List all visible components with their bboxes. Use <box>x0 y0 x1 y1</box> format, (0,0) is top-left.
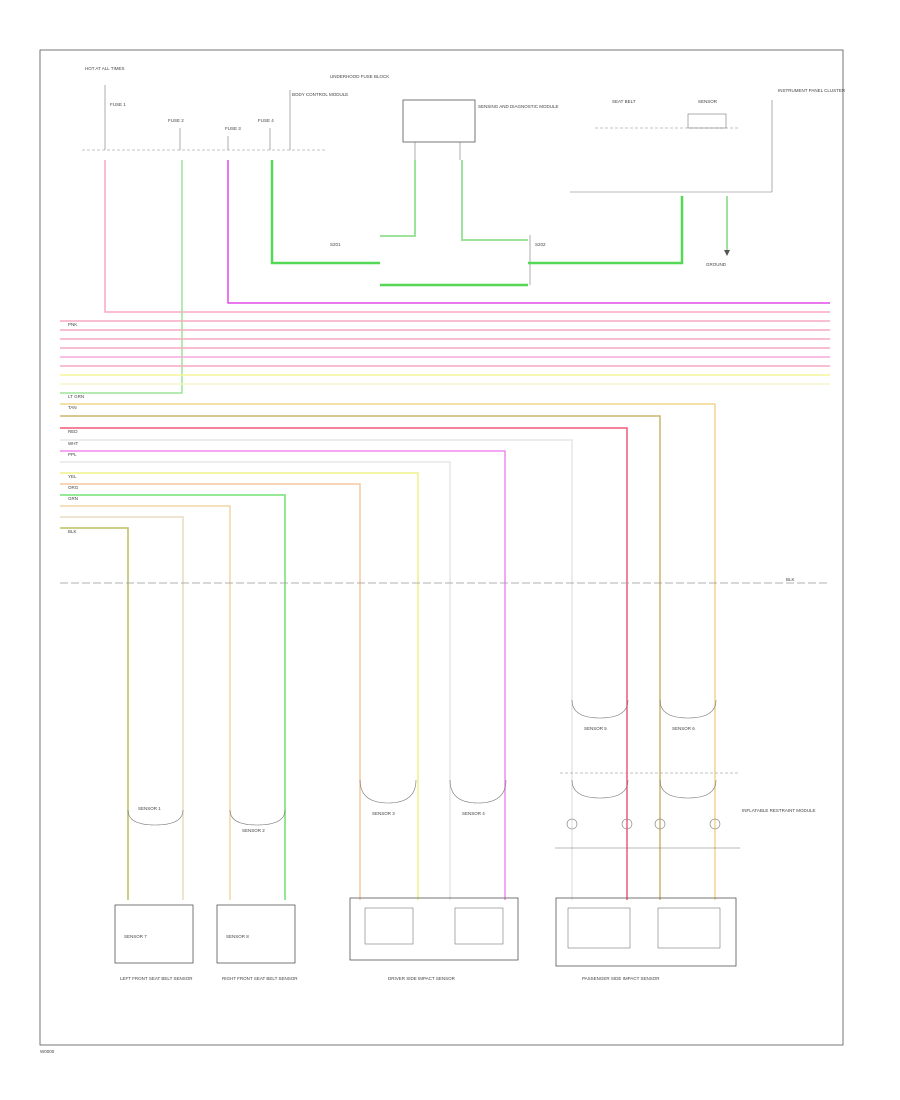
wire-label-ltgrn: LT GRN <box>68 394 84 399</box>
middle-sub-a <box>364 907 414 945</box>
right-module-box <box>555 897 737 967</box>
ground-arrow-icon <box>724 250 730 256</box>
right-upper-sensor-a <box>571 699 629 719</box>
right-sensors: SENSOR 5 SENSOR 6 INFLATABLE RESTRAINT M… <box>555 699 816 849</box>
middle-module-box <box>349 897 519 961</box>
right-resistor-icon-1 <box>566 818 578 830</box>
right-sub-a <box>567 907 631 949</box>
splice-b-label: S202 <box>535 242 546 247</box>
middle-sub-b <box>454 907 504 945</box>
sensing-module-box <box>402 99 476 143</box>
left-sensor-a <box>127 809 184 826</box>
fuse-c-label: FUSE 3 <box>225 126 241 131</box>
wire-pink-top <box>104 160 830 313</box>
fuse-block-label: UNDERHOOD FUSE BLOCK <box>330 74 389 79</box>
seat-belt-label: SEAT BELT <box>612 99 636 104</box>
power-note: BODY CONTROL MODULE <box>292 92 348 97</box>
right-lower-sensor-a <box>571 779 629 799</box>
wire-label-tan: TAN <box>68 405 77 410</box>
caption-left-1: LEFT FRONT SEAT BELT SENSOR <box>120 976 193 981</box>
left-module-2 <box>216 904 296 964</box>
wire-label-pnk: PNK <box>68 322 77 327</box>
harness-wire-yellow <box>60 472 419 900</box>
right-upper-sensor-b <box>659 699 717 719</box>
wire-label-grn: GRN <box>68 496 78 501</box>
top-section: HOT AT ALL TIMES UNDERHOOD FUSE BLOCK FU… <box>82 66 846 285</box>
harness-wire-lightorange <box>60 505 231 900</box>
caption-left-2: RIGHT FRONT SEAT BELT SENSOR <box>222 976 298 981</box>
harness-wire-red <box>60 427 628 900</box>
sensor-6-label: SENSOR 6 <box>672 726 695 731</box>
left-sensor-b <box>229 809 286 826</box>
harness-wire-olive <box>60 415 661 900</box>
cluster-label: INSTRUMENT PANEL CLUSTER <box>778 88 846 93</box>
wire-magenta-top <box>227 160 830 304</box>
harness-wire-green <box>60 494 286 900</box>
wire-green-right <box>528 196 684 265</box>
sensor-3-label: SENSOR 3 <box>372 811 395 816</box>
right-resistor-icon-3 <box>654 818 666 830</box>
right-lower-sensor-b <box>659 779 717 799</box>
sensor-5-label: SENSOR 5 <box>584 726 607 731</box>
wire-label-blk: BLK <box>68 529 77 534</box>
bottom-modules: SENSOR 7 SENSOR 8 <box>114 897 737 967</box>
diagram-border <box>39 49 844 1046</box>
right-module-note: INFLATABLE RESTRAINT MODULE <box>742 808 816 813</box>
wire-label-org: ORG <box>68 485 79 490</box>
caption-middle: DRIVER SIDE IMPACT SENSOR <box>388 976 456 981</box>
right-resistor-icon-4 <box>709 818 721 830</box>
harness-wire-beige <box>60 516 184 900</box>
sensing-module-label: SENSING AND DIAGNOSTIC MODULE <box>478 104 559 109</box>
harness-wire-olive-2 <box>60 527 129 900</box>
fuse-a-label: FUSE 1 <box>110 102 126 107</box>
harness-wire-orange <box>60 483 361 900</box>
wire-green-module <box>380 160 416 237</box>
wire-green-module-2 <box>461 160 528 241</box>
harness-wire-white-2 <box>60 461 451 900</box>
caption-right: PASSENGER SIDE IMPACT SENSOR <box>582 976 660 981</box>
wire-label-wht: WHT <box>68 441 78 446</box>
harness <box>60 320 830 900</box>
right-sub-b <box>657 907 721 949</box>
right-resistor-icon-2 <box>621 818 633 830</box>
wire-green-fuse <box>270 160 380 265</box>
sensor-2-label: SENSOR 2 <box>242 828 265 833</box>
wire-label-ppl: PPL <box>68 452 77 457</box>
hot-label: HOT AT ALL TIMES <box>85 66 125 71</box>
fuse-b-label: FUSE 2 <box>168 118 184 123</box>
middle-sensor-a <box>359 779 417 804</box>
middle-sensors: SENSOR 3 SENSOR 4 <box>359 779 507 816</box>
left-module-1-label: SENSOR 7 <box>124 934 147 939</box>
harness-wire-magenta <box>60 450 506 900</box>
wire-lightgreen-top <box>60 160 183 394</box>
left-module-1 <box>114 904 194 964</box>
sensor-4-label: SENSOR 4 <box>462 811 485 816</box>
top-wires <box>60 160 830 394</box>
left-module-2-label: SENSOR 8 <box>226 934 249 939</box>
splice-a-label: S201 <box>330 242 341 247</box>
wire-label-yel: YEL <box>68 474 77 479</box>
middle-sensor-b <box>449 779 507 804</box>
fuse-d-label: FUSE 4 <box>258 118 274 123</box>
bottom-captions: LEFT FRONT SEAT BELT SENSOR RIGHT FRONT … <box>120 976 660 981</box>
sensor-label: SENSOR <box>698 99 718 104</box>
sensor-1-label: SENSOR 1 <box>138 806 161 811</box>
left-sensors: SENSOR 1 SENSOR 2 <box>127 806 286 833</box>
wire-label-red: RED <box>68 429 78 434</box>
sensor-box <box>687 113 727 129</box>
harness-wire-tan <box>60 403 716 900</box>
wire-labels: PNK LT GRN TAN RED WHT PPL YEL ORG GRN B… <box>68 322 795 582</box>
footer-code: W0000 <box>40 1049 55 1054</box>
ground-label: GROUND <box>706 262 727 267</box>
wire-label-blk-right: BLK <box>786 577 795 582</box>
harness-wire-white-1 <box>60 439 573 900</box>
